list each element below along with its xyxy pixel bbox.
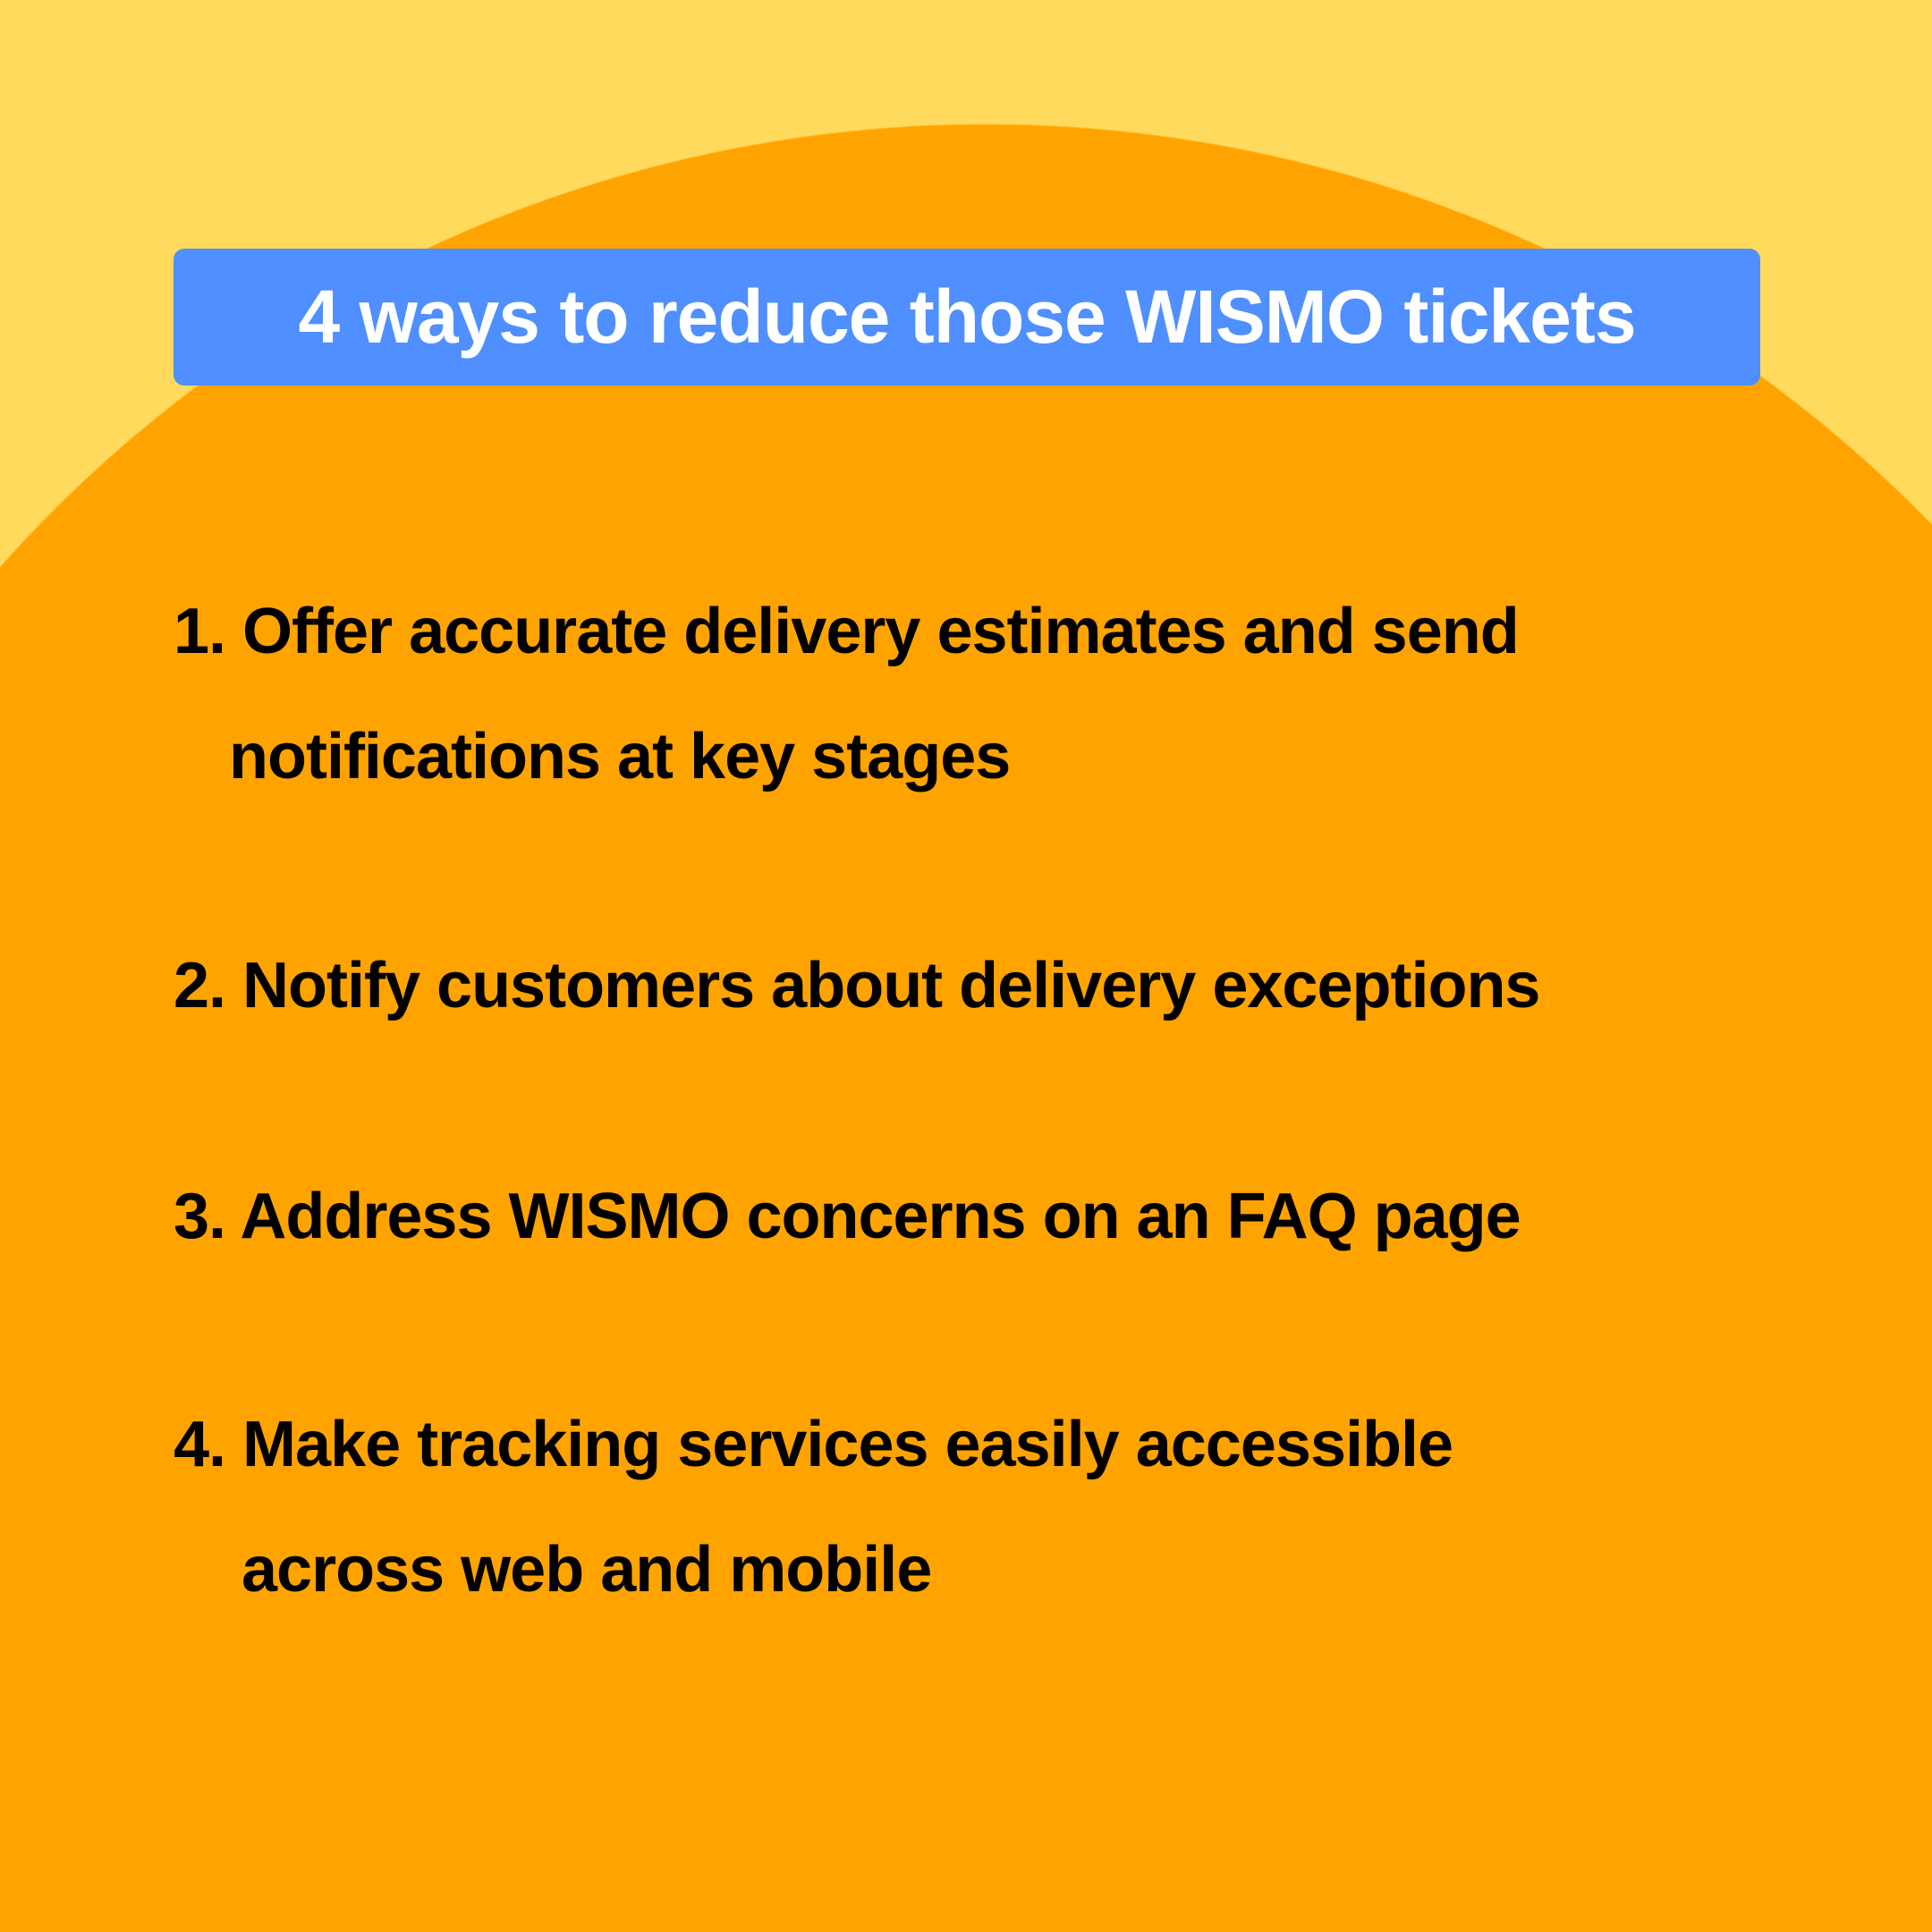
list-item-line: notifications at key stages: [229, 721, 1011, 792]
list-item-line: 3. Address WISMO concerns on an FAQ page: [174, 1181, 1521, 1252]
list-item-line: across web and mobile: [242, 1534, 932, 1606]
page-title: 4 ways to reduce those WISMO tickets: [298, 275, 1636, 359]
list-item: 1. Offer accurate delivery estimates and…: [174, 569, 1873, 819]
list-item: 4. Make tracking services easily accessi…: [174, 1382, 1873, 1632]
list-item-line: 1. Offer accurate delivery estimates and…: [174, 596, 1520, 667]
title-banner: 4 ways to reduce those WISMO tickets: [174, 249, 1760, 386]
list-item: 2. Notify customers about delivery excep…: [174, 923, 1873, 1048]
list-item-line: 2. Notify customers about delivery excep…: [174, 950, 1540, 1021]
list-item: 3. Address WISMO concerns on an FAQ page: [174, 1154, 1873, 1279]
list-item-line: 4. Make tracking services easily accessi…: [174, 1409, 1453, 1480]
